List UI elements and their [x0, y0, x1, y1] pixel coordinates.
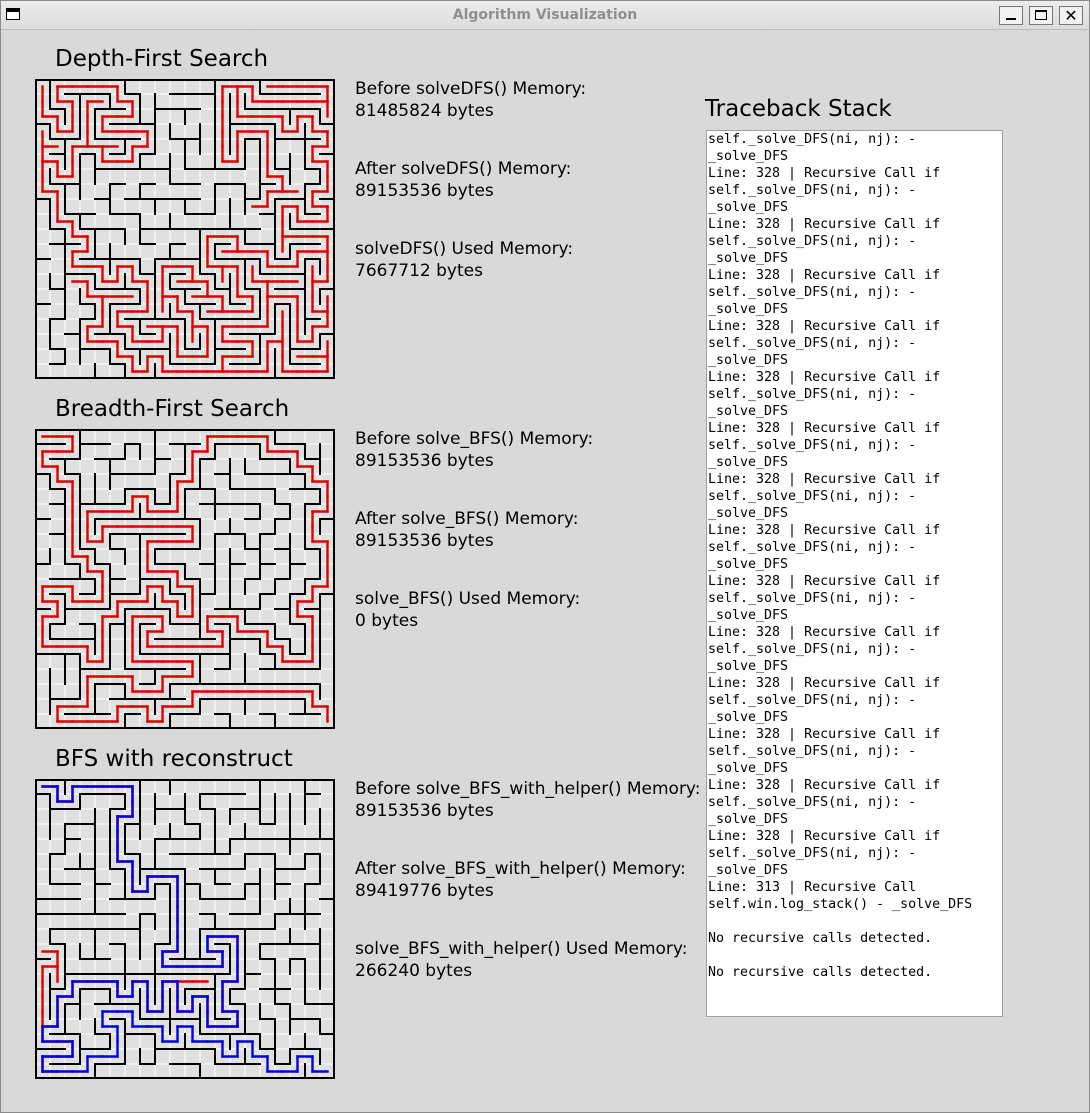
traceback-heading: Traceback Stack — [705, 96, 892, 122]
bfs-memory-before: Before solve_BFS() Memory: 89153536 byte… — [355, 428, 593, 472]
traceback-line: Line: 328 | Recursive Call if — [708, 421, 941, 436]
dfs-before-value: 81485824 bytes — [355, 101, 494, 121]
window-title: Algorithm Visualization — [452, 7, 638, 23]
reconstruct-after-label: After solve_BFS_with_helper() Memory: — [355, 859, 686, 879]
dfs-memory-before: Before solveDFS() Memory: 81485824 bytes — [355, 78, 586, 122]
reconstruct-before-value: 89153536 bytes — [355, 801, 494, 821]
traceback-line: self._solve_DFS(ni, nj): - — [708, 744, 917, 759]
title-bar[interactable]: Algorithm Visualization ✕ — [1, 1, 1089, 30]
bfs-memory-after: After solve_BFS() Memory: 89153536 bytes — [355, 508, 578, 552]
traceback-line: self._solve_DFS(ni, nj): - — [708, 387, 917, 402]
bfs-used-label: solve_BFS() Used Memory: — [355, 589, 581, 609]
traceback-line: _solve_DFS — [708, 761, 789, 776]
traceback-line — [707, 947, 1002, 964]
traceback-line: _solve_DFS — [708, 353, 789, 368]
reconstruct-maze-canvas — [35, 779, 335, 1079]
traceback-line: _solve_DFS — [708, 149, 789, 164]
maze-svg — [35, 79, 335, 379]
bfs-heading: Breadth-First Search — [55, 396, 290, 422]
maximize-button[interactable] — [1029, 6, 1053, 25]
traceback-line: _solve_DFS — [708, 404, 789, 419]
traceback-line: No recursive calls detected. — [708, 965, 933, 980]
dfs-memory-after: After solveDFS() Memory: 89153536 bytes — [355, 158, 571, 202]
traceback-line: self._solve_DFS(ni, nj): - — [708, 846, 917, 861]
traceback-line: Line: 328 | Recursive Call if — [708, 778, 941, 793]
traceback-line: self._solve_DFS(ni, nj): - — [708, 489, 917, 504]
traceback-line: Line: 328 | Recursive Call if — [708, 472, 941, 487]
traceback-line: _solve_DFS — [708, 302, 789, 317]
traceback-line: _solve_DFS — [708, 455, 789, 470]
traceback-line: _solve_DFS — [708, 557, 789, 572]
bfs-used-value: 0 bytes — [355, 611, 419, 631]
close-button[interactable]: ✕ — [1059, 6, 1083, 25]
traceback-line: _solve_DFS — [708, 608, 789, 623]
traceback-line: self.win.log_stack() - _solve_DFS — [708, 897, 973, 912]
dfs-memory-used: solveDFS() Used Memory: 7667712 bytes — [355, 238, 573, 282]
reconstruct-heading: BFS with reconstruct — [55, 746, 293, 772]
traceback-line: Line: 328 | Recursive Call if — [708, 727, 941, 742]
traceback-line: Line: 328 | Recursive Call if — [708, 625, 941, 640]
bfs-before-value: 89153536 bytes — [355, 451, 494, 471]
traceback-line: _solve_DFS — [708, 710, 789, 725]
traceback-line: _solve_DFS — [708, 251, 789, 266]
traceback-line: _solve_DFS — [708, 863, 789, 878]
dfs-after-value: 89153536 bytes — [355, 181, 494, 201]
reconstruct-memory-after: After solve_BFS_with_helper() Memory: 89… — [355, 858, 686, 902]
traceback-line: Line: 328 | Recursive Call if — [708, 319, 941, 334]
reconstruct-used-value: 266240 bytes — [355, 961, 473, 981]
traceback-line: _solve_DFS — [708, 506, 789, 521]
traceback-line: Line: 313 | Recursive Call — [708, 880, 917, 895]
reconstruct-used-label: solve_BFS_with_helper() Used Memory: — [355, 939, 688, 959]
bfs-before-label: Before solve_BFS() Memory: — [355, 429, 594, 449]
bfs-after-label: After solve_BFS() Memory: — [355, 509, 579, 529]
traceback-line: self._solve_DFS(ni, nj): - — [708, 438, 917, 453]
traceback-line: self._solve_DFS(ni, nj): - — [708, 642, 917, 657]
reconstruct-before-label: Before solve_BFS_with_helper() Memory: — [355, 779, 701, 799]
minimize-icon — [1006, 18, 1016, 20]
traceback-line: Line: 328 | Recursive Call if — [708, 217, 941, 232]
traceback-line — [707, 913, 1002, 930]
traceback-line: Line: 328 | Recursive Call if — [708, 676, 941, 691]
bfs-maze-canvas — [35, 429, 335, 729]
dfs-maze-canvas — [35, 79, 335, 379]
traceback-line: self._solve_DFS(ni, nj): - — [708, 591, 917, 606]
dfs-used-label: solveDFS() Used Memory: — [355, 239, 574, 259]
maximize-icon — [1035, 10, 1047, 20]
traceback-line: self._solve_DFS(ni, nj): - — [708, 234, 917, 249]
maze-svg — [35, 429, 335, 729]
traceback-line: self._solve_DFS(ni, nj): - — [708, 183, 917, 198]
traceback-line: _solve_DFS — [708, 659, 789, 674]
traceback-line: No recursive calls detected. — [708, 931, 933, 946]
traceback-line: Line: 328 | Recursive Call if — [708, 166, 941, 181]
traceback-line: _solve_DFS — [708, 200, 789, 215]
traceback-line: self._solve_DFS(ni, nj): - — [708, 540, 917, 555]
traceback-line: _solve_DFS — [708, 812, 789, 827]
traceback-line: Line: 328 | Recursive Call if — [708, 268, 941, 283]
reconstruct-after-value: 89419776 bytes — [355, 881, 494, 901]
traceback-line: self._solve_DFS(ni, nj): - — [708, 795, 917, 810]
traceback-stack-textbox[interactable]: self._solve_DFS(ni, nj): - _solve_DFS Line… — [706, 130, 1003, 1017]
traceback-line: Line: 328 | Recursive Call if — [708, 829, 941, 844]
dfs-before-label: Before solveDFS() Memory: — [355, 79, 587, 99]
traceback-line: self._solve_DFS(ni, nj): - — [708, 336, 917, 351]
window-icon[interactable] — [6, 8, 20, 20]
traceback-line: self._solve_DFS(ni, nj): - — [708, 285, 917, 300]
traceback-line: Line: 328 | Recursive Call if — [708, 370, 941, 385]
bfs-after-value: 89153536 bytes — [355, 531, 494, 551]
reconstruct-memory-before: Before solve_BFS_with_helper() Memory: 8… — [355, 778, 700, 822]
traceback-line: Line: 328 | Recursive Call if — [708, 523, 941, 538]
dfs-used-value: 7667712 bytes — [355, 261, 483, 281]
maze-svg — [35, 779, 335, 1079]
close-icon: ✕ — [1064, 6, 1078, 25]
bfs-memory-used: solve_BFS() Used Memory: 0 bytes — [355, 588, 580, 632]
dfs-after-label: After solveDFS() Memory: — [355, 159, 572, 179]
traceback-line: self._solve_DFS(ni, nj): - — [708, 693, 917, 708]
reconstruct-memory-used: solve_BFS_with_helper() Used Memory: 266… — [355, 938, 687, 982]
minimize-button[interactable] — [999, 6, 1023, 25]
dfs-heading: Depth-First Search — [55, 46, 269, 72]
traceback-line: self._solve_DFS(ni, nj): - — [708, 132, 917, 147]
traceback-line: Line: 328 | Recursive Call if — [708, 574, 941, 589]
